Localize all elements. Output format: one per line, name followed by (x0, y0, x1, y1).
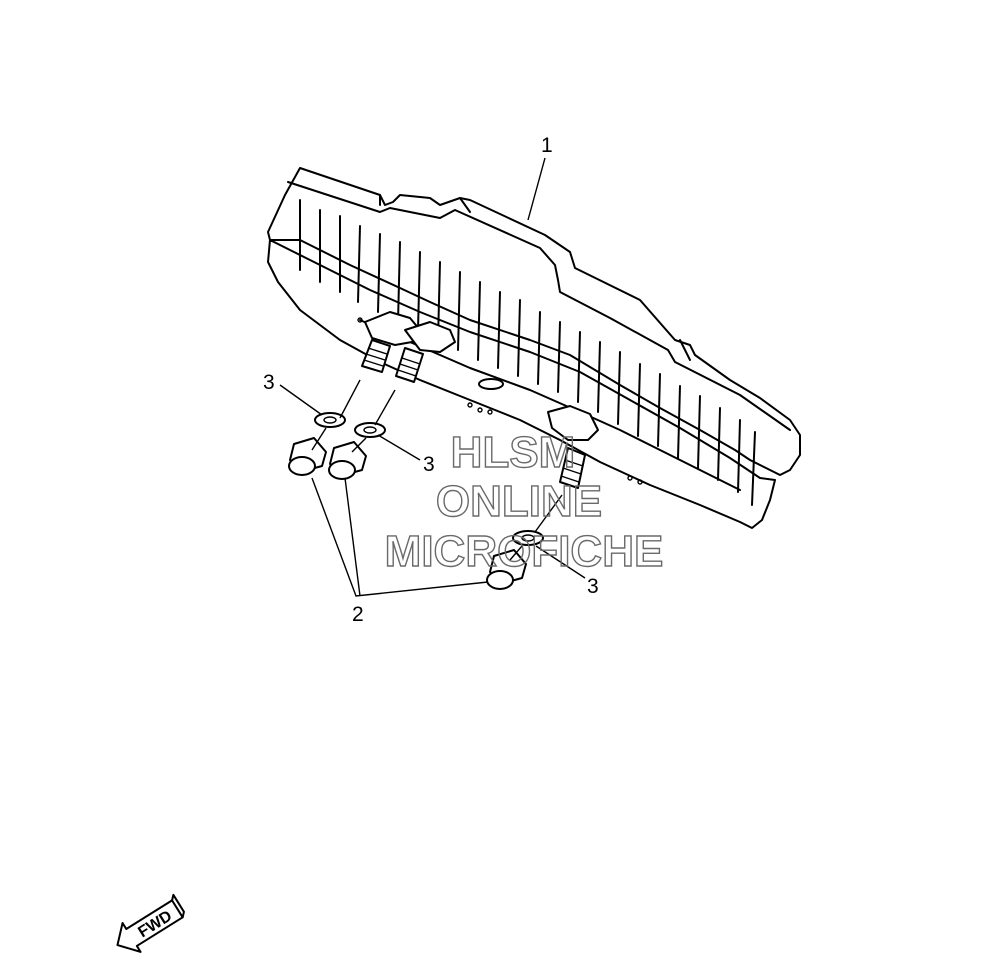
middle-stud (395, 347, 424, 383)
leader-lines (279, 157, 586, 597)
washer-left (314, 412, 346, 428)
callout-part-2: 2 (352, 603, 364, 626)
right-stud (559, 447, 586, 489)
cap-nut-left (288, 437, 327, 476)
callout-part-3-middle: 3 (423, 453, 435, 476)
washer-middle (354, 422, 386, 438)
cap-nut-middle (328, 441, 367, 480)
callout-part-3-right: 3 (587, 575, 599, 598)
meter-housing (267, 167, 801, 529)
left-stud (361, 339, 391, 373)
assembly-lines (311, 379, 563, 561)
washer-right (512, 530, 544, 546)
callout-part-1: 1 (541, 134, 553, 157)
cap-nut-right (486, 549, 527, 590)
watermark-line-3: MICROFICHE (385, 527, 664, 576)
watermark-line-1: HLSM (451, 428, 576, 477)
callout-part-3-left: 3 (263, 371, 275, 394)
watermark-line-2: ONLINE (436, 477, 602, 526)
watermark: HLSM ONLINE MICROFICHE (384, 427, 664, 576)
fwd-arrow-icon: FWD (116, 893, 185, 953)
